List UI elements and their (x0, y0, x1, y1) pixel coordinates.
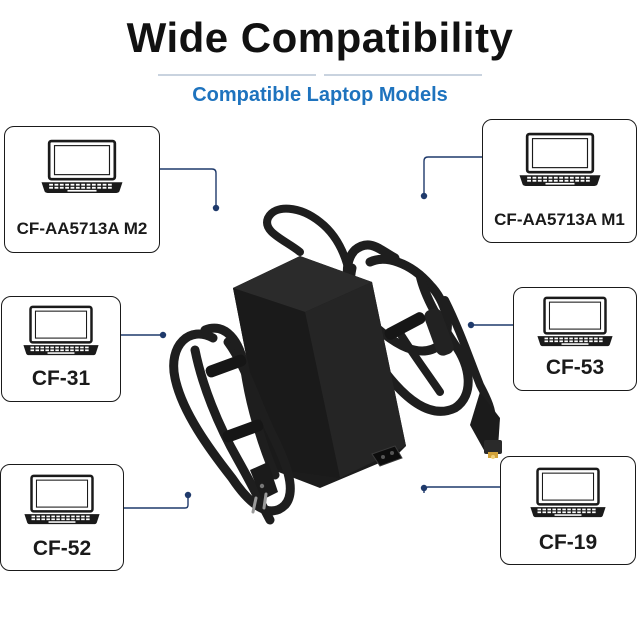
model-card-cf-53: CF-53 (513, 287, 637, 391)
page-title: Wide Compatibility (126, 14, 514, 61)
model-label: CF-AA5713A M1 (494, 210, 625, 229)
model-card-cf-aa5713a-m1: CF-AA5713A M1 (482, 119, 637, 243)
model-card-cf-19: CF-19 (500, 456, 636, 565)
page-subtitle: Compatible Laptop Models (192, 84, 448, 106)
model-label: CF-53 (545, 356, 605, 379)
model-label: CF-31 (31, 367, 91, 390)
model-label: CF-AA5713A M2 (16, 219, 148, 238)
model-card-cf-31: CF-31 (1, 296, 121, 402)
title-divider-right (324, 74, 482, 76)
model-card-cf-52: CF-52 (0, 464, 124, 571)
model-label: CF-52 (32, 537, 92, 560)
title-divider-left (158, 74, 316, 76)
model-label: CF-19 (538, 531, 598, 554)
model-card-cf-aa5713a-m2: CF-AA5713A M2 (4, 126, 160, 253)
